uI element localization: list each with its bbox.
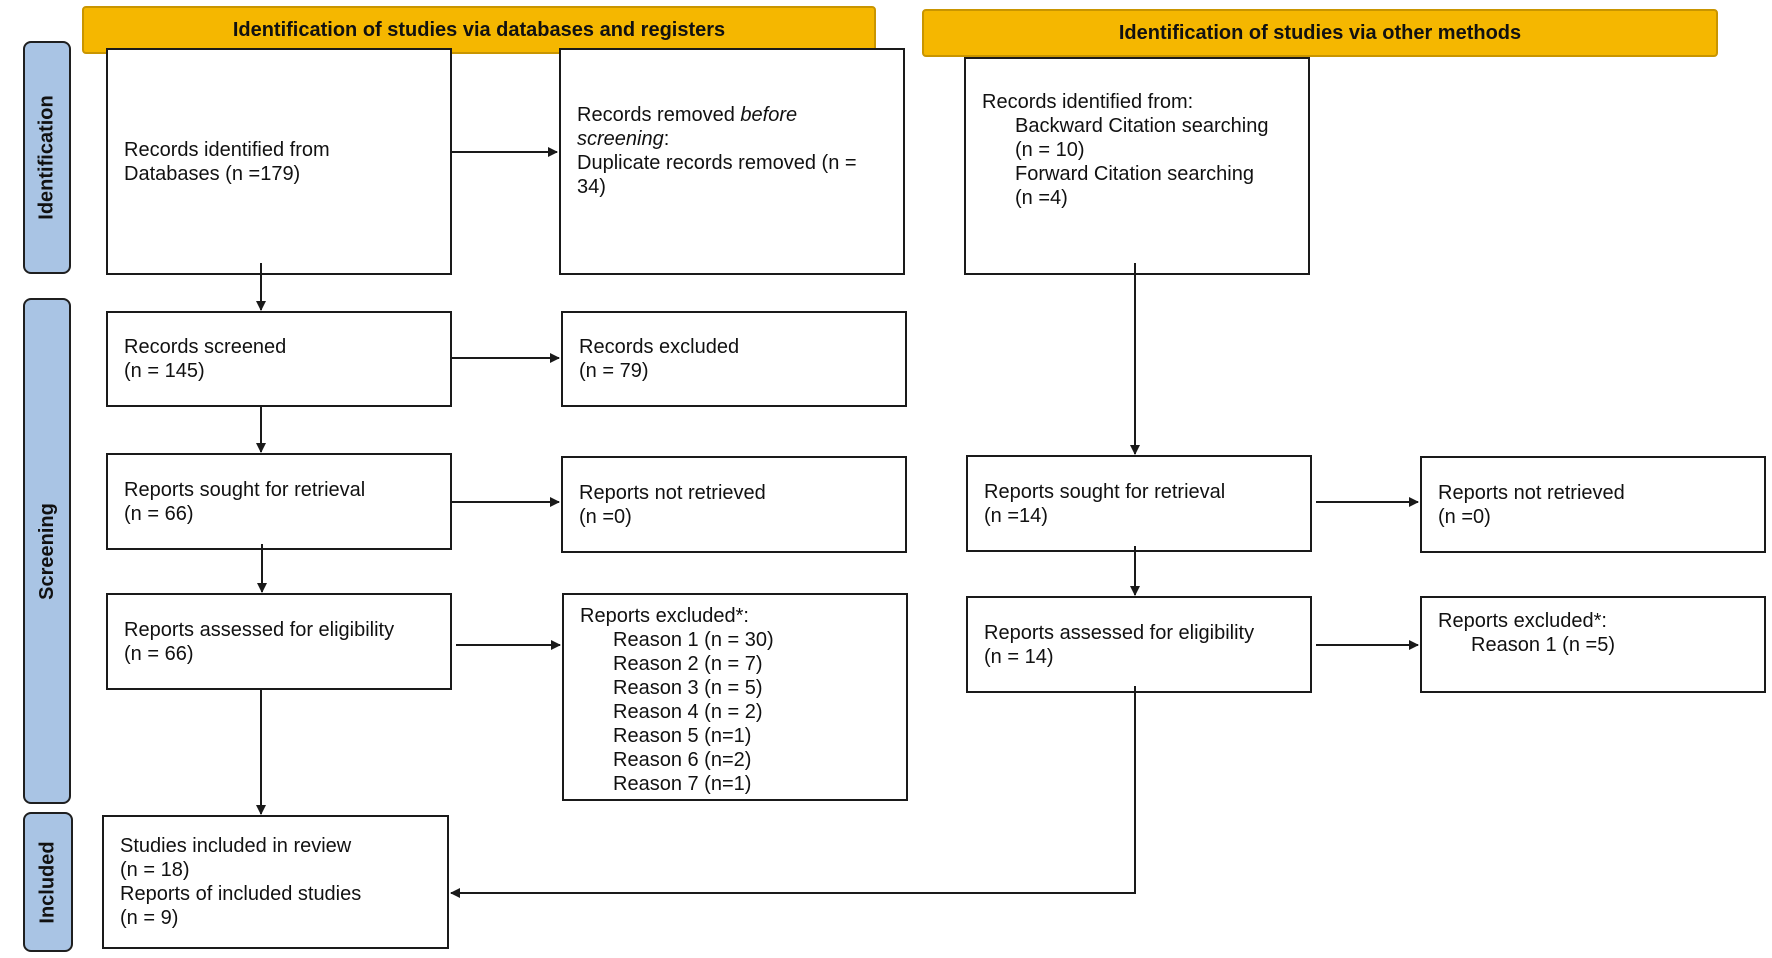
box-records-identified-other: Records identified from: Backward Citati… xyxy=(964,57,1310,275)
box-reports-assessed-other: Reports assessed for eligibility (n = 14… xyxy=(966,596,1312,693)
phase-identification: Identification xyxy=(23,41,71,274)
text-line: (n = 10) xyxy=(1015,139,1085,161)
text-line: Backward Citation searching xyxy=(1015,115,1269,137)
header-other-label: Identification of studies via other meth… xyxy=(1118,21,1522,44)
text-line: Reports excluded*: xyxy=(580,605,749,627)
box-records-removed: Records removed before screening: Duplic… xyxy=(559,48,905,275)
text-line: Duplicate records removed (n = xyxy=(577,152,857,174)
text-line: 34) xyxy=(577,176,606,198)
box-records-screened: Records screened (n = 145) xyxy=(106,311,452,407)
text-line: Databases (n =179) xyxy=(124,162,301,185)
text-line: (n = 66) xyxy=(124,502,194,525)
text-line: Reports assessed for eligibility xyxy=(124,618,395,641)
reason-line: Reason 5 (n=1) xyxy=(613,725,752,747)
text-line: Reports sought for retrieval xyxy=(124,478,366,501)
text-line: (n = 145) xyxy=(124,360,205,382)
text-line: Reports excluded*: xyxy=(1438,610,1607,632)
text-line: (n = 66) xyxy=(124,642,194,665)
text-line: (n =4) xyxy=(1015,187,1068,209)
text-line: (n =14) xyxy=(984,504,1048,527)
phase-included-label: Included xyxy=(36,840,59,924)
box-records-excluded: Records excluded (n = 79) xyxy=(561,311,907,407)
text-line: (n = 79) xyxy=(579,360,649,382)
text-line: Reports sought for retrieval xyxy=(984,480,1226,503)
phase-screening-label: Screening xyxy=(35,502,58,600)
text-line: (n =0) xyxy=(579,505,632,528)
box-reports-assessed-databases: Reports assessed for eligibility (n = 66… xyxy=(106,593,452,690)
reason-line: Reason 3 (n = 5) xyxy=(613,677,763,699)
box-reports-sought-other: Reports sought for retrieval (n =14) xyxy=(966,455,1312,552)
text-line: Records identified from xyxy=(124,138,330,161)
text-line: Reports not retrieved xyxy=(579,481,766,504)
text-line: Reports not retrieved xyxy=(1438,481,1625,504)
text-line: (n = 18) xyxy=(120,859,190,881)
text-line: (n = 9) xyxy=(120,907,179,929)
reason-line: Reason 1 (n =5) xyxy=(1471,634,1615,656)
reason-line: Reason 1 (n = 30) xyxy=(613,629,774,651)
text-line: Studies included in review xyxy=(120,835,352,857)
removed-italic-screening: screening xyxy=(577,128,664,150)
removed-colon: : xyxy=(663,128,670,150)
text-line: Records excluded xyxy=(579,336,740,358)
header-databases: Identification of studies via databases … xyxy=(82,6,876,54)
phase-screening: Screening xyxy=(23,298,71,804)
box-reports-not-retrieved-databases: Reports not retrieved (n =0) xyxy=(561,456,907,553)
removed-italic-before: before xyxy=(740,104,798,126)
text-line: (n =0) xyxy=(1438,505,1491,528)
text-line: Records removed before xyxy=(577,103,887,127)
text-line: screening: xyxy=(577,127,887,151)
header-other-methods: Identification of studies via other meth… xyxy=(922,9,1718,57)
text-line: Reports of included studies xyxy=(120,883,362,905)
text-line: (n = 14) xyxy=(984,645,1054,668)
text-line: Forward Citation searching xyxy=(1015,163,1254,185)
box-reports-sought-databases: Reports sought for retrieval (n = 66) xyxy=(106,453,452,550)
reason-line: Reason 2 (n = 7) xyxy=(613,653,763,675)
box-reports-excluded-other: Reports excluded*: Reason 1 (n =5) xyxy=(1420,596,1766,693)
header-databases-label: Identification of studies via databases … xyxy=(232,18,726,41)
phase-identification-label: Identification xyxy=(35,95,58,220)
text-line: Records screened xyxy=(124,336,287,358)
text-line: Records identified from: xyxy=(982,91,1194,113)
text-line: Reports assessed for eligibility xyxy=(984,621,1255,644)
reason-line: Reason 7 (n=1) xyxy=(613,773,752,795)
phase-included: Included xyxy=(23,812,73,952)
box-studies-included: Studies included in review (n = 18) Repo… xyxy=(102,815,449,949)
reason-line: Reason 6 (n=2) xyxy=(613,749,752,771)
removed-prefix: Records removed xyxy=(577,104,741,126)
box-reports-excluded-databases: Reports excluded*: Reason 1 (n = 30) Rea… xyxy=(562,593,908,801)
reason-line: Reason 4 (n = 2) xyxy=(613,701,763,723)
box-reports-not-retrieved-other: Reports not retrieved (n =0) xyxy=(1420,456,1766,553)
box-records-identified-databases: Records identified from Databases (n =17… xyxy=(106,48,452,275)
